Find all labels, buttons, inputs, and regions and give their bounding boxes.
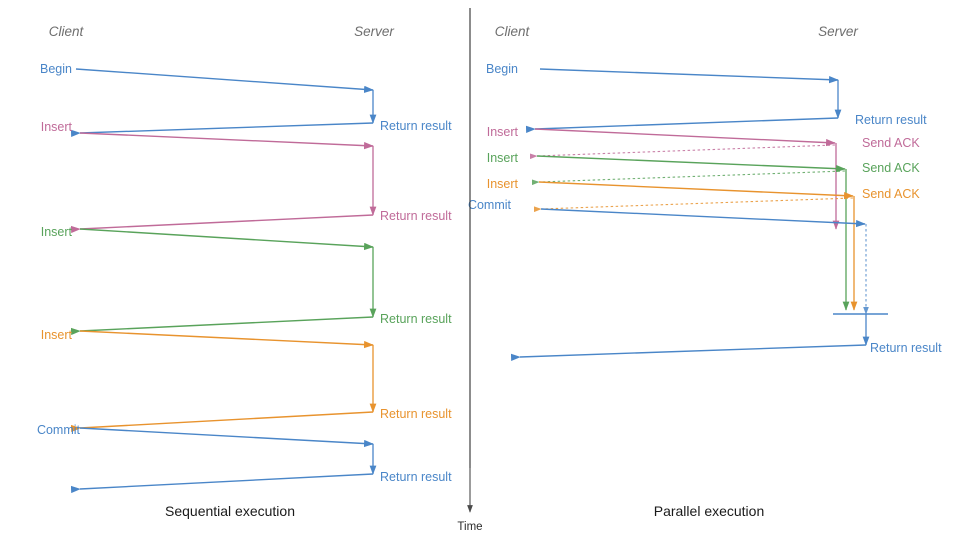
message-request-blue xyxy=(75,68,374,93)
server-event-label: Send ACK xyxy=(862,136,920,150)
client-event-label: Begin xyxy=(40,62,72,76)
client-event-label: Insert xyxy=(41,225,73,239)
message-response-blue xyxy=(525,117,839,133)
message-ack-pink xyxy=(529,144,836,160)
server-event-label: Return result xyxy=(380,209,452,223)
server-event-label: Send ACK xyxy=(862,187,920,201)
message-request-blue xyxy=(540,208,866,228)
server-event-label: Return result xyxy=(380,119,452,133)
message-request-blue xyxy=(539,68,839,84)
message-request-pink xyxy=(79,132,374,150)
server-event-label: Return result xyxy=(380,470,452,484)
message-ack-orange xyxy=(533,197,854,213)
message-response-blue xyxy=(70,122,374,137)
server-event-label: Send ACK xyxy=(862,161,920,175)
client-event-label: Begin xyxy=(486,62,518,76)
message-request-green xyxy=(536,155,846,173)
message-request-orange xyxy=(79,330,374,349)
messages-group xyxy=(70,68,377,494)
server-event-label: Return result xyxy=(870,341,942,355)
lifeline-header-server: Server xyxy=(354,24,394,39)
client-event-label: Insert xyxy=(487,151,519,165)
client-event-label: Insert xyxy=(487,177,519,191)
panel-caption-sequential: Sequential execution xyxy=(165,503,295,519)
message-response-green xyxy=(70,316,374,336)
server-event-label: Return result xyxy=(855,113,927,127)
message-response-blue xyxy=(70,473,374,494)
message-request-orange xyxy=(538,181,854,200)
message-response-pink xyxy=(70,214,374,234)
client-event-label: Insert xyxy=(41,328,73,342)
message-response-orange xyxy=(70,411,374,433)
lifeline-header-client: Client xyxy=(49,24,85,39)
time-axis-layer: Time xyxy=(457,8,483,533)
client-event-label: Commit xyxy=(468,198,512,212)
panel-caption-parallel: Parallel execution xyxy=(654,503,765,519)
client-event-label: Commit xyxy=(37,423,81,437)
message-response-blue xyxy=(510,344,867,361)
server-event-label: Return result xyxy=(380,407,452,421)
lifeline-header-server: Server xyxy=(818,24,858,39)
message-request-green xyxy=(79,228,374,251)
messages-group xyxy=(510,68,888,361)
message-request-blue xyxy=(79,427,374,448)
server-event-label: Return result xyxy=(380,312,452,326)
client-event-label: Insert xyxy=(487,125,519,139)
client-event-label: Insert xyxy=(41,120,73,134)
lifeline-header-client: Client xyxy=(495,24,531,39)
message-ack-green xyxy=(531,170,846,186)
time-axis-label: Time xyxy=(457,521,482,533)
message-request-pink xyxy=(534,128,836,147)
